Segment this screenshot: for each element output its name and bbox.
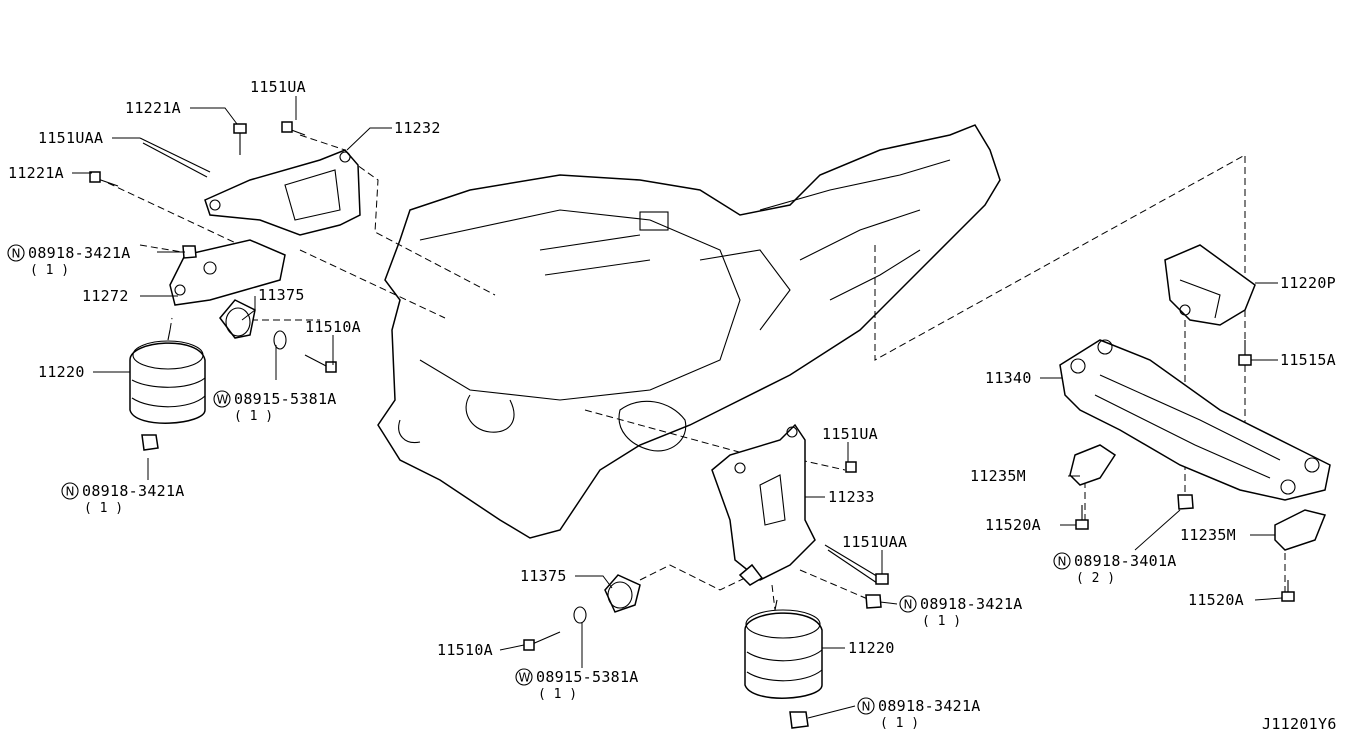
qty-1f: ( 1 ) bbox=[880, 716, 919, 731]
label-11520A-left[interactable]: 11520A bbox=[985, 516, 1041, 534]
qty-1e: ( 1 ) bbox=[538, 687, 577, 702]
nut-symbol-5-letter: N bbox=[1058, 555, 1067, 569]
bracket-11232-shape bbox=[204, 149, 361, 236]
qty-1a: ( 1 ) bbox=[30, 263, 69, 278]
label-11220-left[interactable]: 11220 bbox=[38, 363, 85, 381]
nut-symbol-5 bbox=[1053, 552, 1071, 570]
label-11220P[interactable]: 11220P bbox=[1280, 274, 1336, 292]
nut-symbol-4-letter: N bbox=[862, 700, 871, 714]
prefix-symbols: N N W N W N N bbox=[7, 244, 1071, 715]
nut-symbol-3 bbox=[899, 595, 917, 613]
label-11375-bottom[interactable]: 11375 bbox=[520, 567, 567, 585]
label-11221A-left[interactable]: 11221A bbox=[8, 164, 64, 182]
qty-1b: ( 1 ) bbox=[234, 409, 273, 424]
engine-transmission-outline bbox=[377, 124, 1001, 539]
washer-symbol-2-letter: W bbox=[519, 671, 531, 685]
nut-symbol-1-letter: N bbox=[12, 247, 21, 261]
label-08915-5381A-bottom[interactable]: 08915-5381A bbox=[536, 668, 639, 686]
qty-1c: ( 1 ) bbox=[84, 501, 123, 516]
label-11510A-bottom[interactable]: 11510A bbox=[437, 641, 493, 659]
bolts-right bbox=[1075, 340, 1295, 602]
nut-symbol-1 bbox=[7, 244, 25, 262]
diagram-code: J11201Y6 bbox=[1262, 715, 1337, 733]
label-11235M-right[interactable]: 11235M bbox=[1180, 526, 1236, 544]
label-08918-3421A-4[interactable]: 08918-3421A bbox=[878, 697, 981, 715]
label-1151UA-top[interactable]: 1151UA bbox=[250, 78, 306, 96]
qty-1d: ( 1 ) bbox=[922, 614, 961, 629]
label-11520A-right[interactable]: 11520A bbox=[1188, 591, 1244, 609]
brackets-11235M-shapes bbox=[1069, 444, 1327, 551]
bracket-11233-shape bbox=[711, 423, 816, 581]
bracket-11272-shape bbox=[169, 239, 286, 306]
leader-lines bbox=[72, 96, 1283, 719]
label-08918-3421A-3[interactable]: 08918-3421A bbox=[920, 595, 1023, 613]
mount-11220P-shape bbox=[1164, 244, 1256, 326]
crossmember-11340-shape bbox=[1059, 339, 1331, 501]
label-11515A[interactable]: 11515A bbox=[1280, 351, 1336, 369]
nut-symbol-2 bbox=[61, 482, 79, 500]
washer-symbol-1-letter: W bbox=[217, 393, 229, 407]
label-11232[interactable]: 11232 bbox=[394, 119, 441, 137]
nut-symbol-4 bbox=[857, 697, 875, 715]
nut-symbol-3-letter: N bbox=[904, 598, 913, 612]
label-11233[interactable]: 11233 bbox=[828, 488, 875, 506]
engine-mount-11220-left-shape bbox=[129, 329, 206, 451]
qty-2: ( 2 ) bbox=[1076, 571, 1115, 586]
bolts-top-left bbox=[89, 121, 337, 373]
label-11272[interactable]: 11272 bbox=[82, 287, 129, 305]
bushing-11375-top-shape bbox=[219, 299, 256, 339]
nut-symbol-2-letter: N bbox=[66, 485, 75, 499]
label-11510A-top[interactable]: 11510A bbox=[305, 318, 361, 336]
label-11220-bottom[interactable]: 11220 bbox=[848, 639, 895, 657]
label-08918-3421A-2[interactable]: 08918-3421A bbox=[82, 482, 185, 500]
label-1151UA-mid[interactable]: 1151UA bbox=[822, 425, 878, 443]
label-11221A-top[interactable]: 11221A bbox=[125, 99, 181, 117]
label-08918-3401A[interactable]: 08918-3401A bbox=[1074, 552, 1177, 570]
part-labels: 1151UA 11221A 1151UAA 11232 11221A 08918… bbox=[8, 78, 1337, 733]
engine-mount-11220-bottom-shape bbox=[744, 599, 823, 729]
label-08915-5381A-top[interactable]: 08915-5381A bbox=[234, 390, 337, 408]
washer-symbol-2 bbox=[515, 668, 533, 686]
label-1151UAA-mid[interactable]: 1151UAA bbox=[842, 533, 907, 551]
bolts-middle bbox=[523, 461, 889, 651]
label-11375-top[interactable]: 11375 bbox=[258, 286, 305, 304]
label-1151UAA-top[interactable]: 1151UAA bbox=[38, 129, 103, 147]
washer-symbol-1 bbox=[213, 390, 231, 408]
label-11235M-left[interactable]: 11235M bbox=[970, 467, 1026, 485]
label-11340[interactable]: 11340 bbox=[985, 369, 1032, 387]
bushing-11375-bottom-shape bbox=[604, 574, 641, 613]
label-08918-3421A-1[interactable]: 08918-3421A bbox=[28, 244, 131, 262]
